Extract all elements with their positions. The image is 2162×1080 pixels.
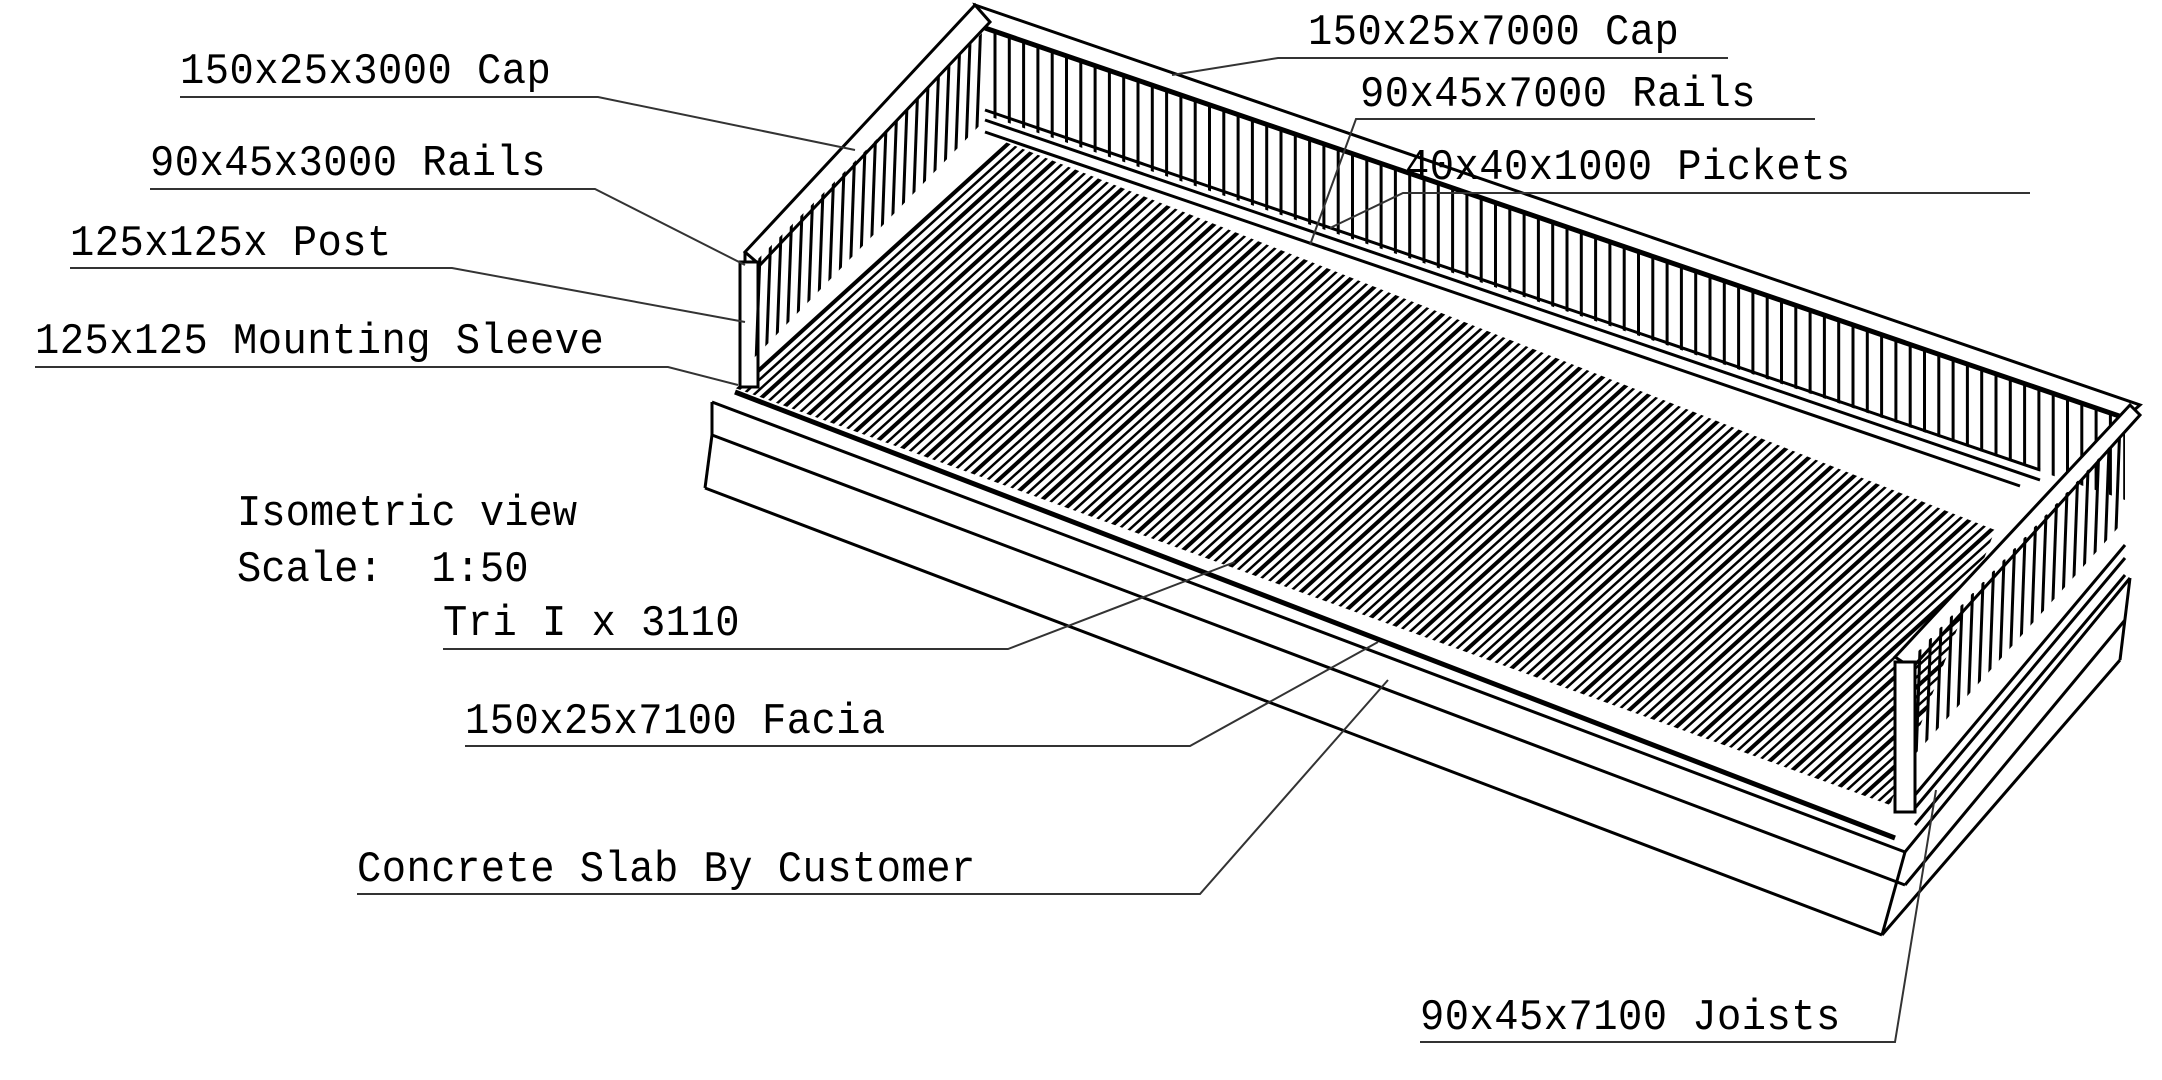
callout-mounting-sleeve: 125x125 Mounting Sleeve bbox=[35, 317, 605, 367]
callout-rails-7000: 90x45x7000 Rails bbox=[1360, 70, 1757, 120]
leader-post bbox=[70, 267, 746, 323]
callout-post: 125x125x Post bbox=[70, 219, 392, 269]
leader-pickets bbox=[1329, 192, 2030, 229]
slab-and-facia bbox=[703, 389, 2132, 937]
leader-facia bbox=[465, 641, 1379, 747]
callout-cap-3000: 150x25x3000 Cap bbox=[180, 47, 552, 97]
callout-pickets: 40x40x1000 Pickets bbox=[1405, 143, 1851, 193]
leader-joists bbox=[1420, 789, 1937, 1043]
leader-cap-7000 bbox=[1171, 57, 1728, 76]
leader-rails-3000 bbox=[150, 188, 746, 266]
callout-tri-i: Tri I x 3110 bbox=[443, 599, 741, 649]
leader-tri-i bbox=[443, 561, 1236, 650]
callout-cap-7000: 150x25x7000 Cap bbox=[1308, 8, 1680, 58]
callout-rails-3000: 90x45x3000 Rails bbox=[150, 139, 547, 189]
left-railing bbox=[738, 2, 993, 389]
callout-facia: 150x25x7100 Facia bbox=[465, 697, 886, 747]
callout-concrete-slab: Concrete Slab By Customer bbox=[357, 845, 976, 895]
right-railing bbox=[1892, 402, 2143, 826]
leader-rails-7000 bbox=[1309, 118, 1815, 246]
leader-concrete-slab bbox=[357, 679, 1389, 895]
leader-cap-3000 bbox=[180, 96, 856, 151]
callout-joists: 90x45x7100 Joists bbox=[1420, 993, 1841, 1043]
leader-lines bbox=[35, 57, 2030, 1043]
scale-note: Scale: 1:50 bbox=[237, 545, 529, 595]
view-title: Isometric view bbox=[237, 489, 578, 539]
leader-mounting-sleeve bbox=[35, 366, 739, 386]
